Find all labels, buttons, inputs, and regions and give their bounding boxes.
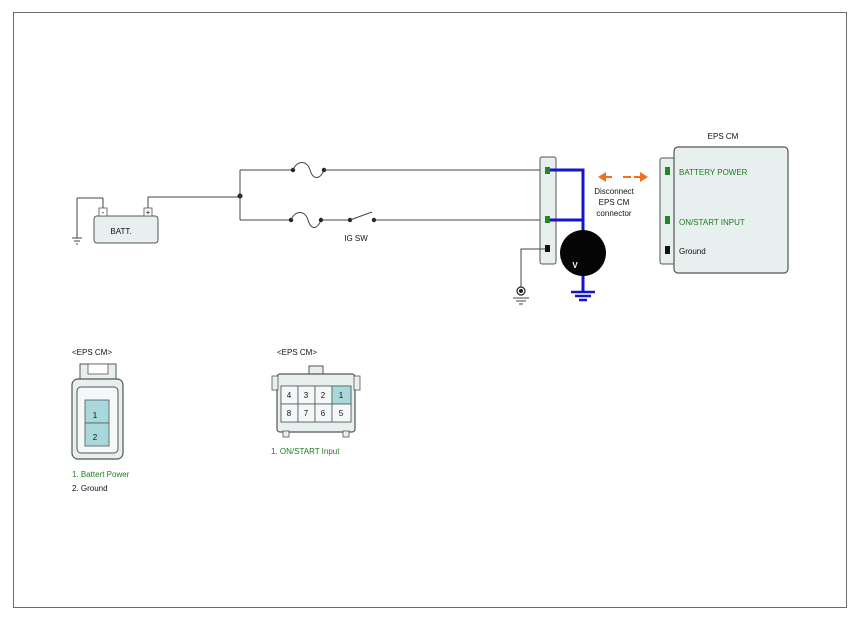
connector-b-grid: [280, 385, 352, 423]
module-pin-3: [665, 246, 670, 254]
connector-a-title: <EPS CM>: [72, 348, 112, 357]
connector-b-pin-label: 3: [304, 391, 309, 400]
module-title: EPS CM: [708, 132, 739, 141]
disconnect-arrow-icon: [598, 172, 648, 182]
connector-b-pin-label: 2: [321, 391, 326, 400]
connector-b-pin-label: 1: [339, 391, 344, 400]
connector-a-pin-2: [84, 422, 110, 447]
module-pin-label-battery: BATTERY POWER: [679, 168, 748, 177]
connector-b-pin-label: 8: [287, 409, 292, 418]
fuse-bottom: [240, 212, 349, 228]
connector-b-pin-label: 7: [304, 409, 309, 418]
harness-pin-2: [545, 216, 550, 223]
battery-neg-terminal: [98, 207, 108, 217]
voltmeter-label: V: [572, 261, 578, 270]
diagram-frame: [13, 12, 847, 608]
eps-cm-module: EPS CM BATTERY POWER ON/START INPUT Grou…: [659, 132, 789, 274]
connector-a-pin-2-label: 2: [93, 433, 98, 442]
module-pin-1: [665, 167, 670, 175]
battery: - + BATT.: [72, 197, 159, 245]
disconnect-note: Disconnect EPS CM connector: [594, 187, 634, 218]
connector-b-pin-label: 6: [321, 409, 326, 418]
note-line-3: connector: [596, 209, 631, 218]
connector-b: <EPS CM> 4 3 2 1 8 7 6 5 1. ON/START Inp…: [271, 348, 361, 456]
module-pin-2: [665, 216, 670, 224]
voltmeter-icon: V: [560, 230, 606, 276]
harness-connector: [539, 156, 557, 265]
ig-sw-label: IG SW: [344, 234, 368, 243]
battery-body: [93, 215, 159, 244]
connector-a-pin-1-label: 1: [93, 411, 98, 420]
module-pin-label-on-start: ON/START INPUT: [679, 218, 745, 227]
battery-neg-label: -: [102, 208, 105, 217]
battery-pos-label: +: [146, 208, 151, 217]
fuse-top: [240, 162, 542, 178]
connector-b-title: <EPS CM>: [277, 348, 317, 357]
connector-a-legend-2: 2. Ground: [72, 484, 108, 493]
harness-pin-3: [545, 245, 550, 252]
harness-ground: [513, 248, 545, 305]
connector-b-pin-label: 5: [339, 409, 344, 418]
connector-a: <EPS CM> 1 2 1. Battert Power 2. Ground: [71, 348, 130, 493]
connector-b-pin-label: 4: [287, 391, 292, 400]
note-line-2: EPS CM: [599, 198, 630, 207]
module-pin-label-ground: Ground: [679, 247, 706, 256]
connector-b-legend-1: 1. ON/START Input: [271, 447, 340, 456]
connector-a-legend-1: 1. Battert Power: [72, 470, 130, 479]
harness-pin-1: [545, 167, 550, 174]
ignition-switch: IG SW: [344, 211, 542, 243]
note-line-1: Disconnect: [594, 187, 634, 196]
battery-label: BATT.: [110, 227, 131, 236]
battery-positive-wire: [147, 196, 240, 208]
